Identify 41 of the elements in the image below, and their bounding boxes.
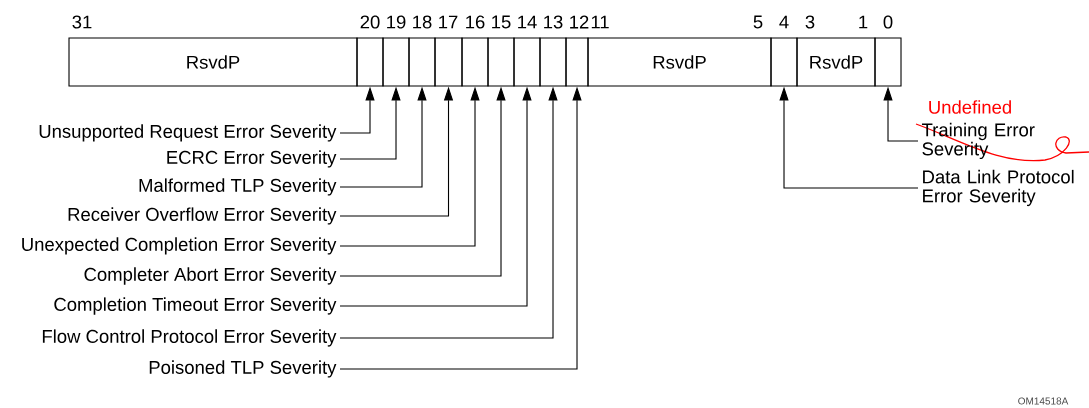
- bit-number: 16: [466, 15, 485, 29]
- field-label: Flow Control Protocol Error Severity: [42, 329, 337, 347]
- bit-number: 15: [492, 15, 511, 29]
- field-label: Malformed TLP Severity: [139, 178, 337, 196]
- bit-cell: [461, 37, 489, 87]
- bit-cell: [434, 37, 463, 87]
- bit-number: 0: [883, 15, 893, 29]
- handwritten-note: Undefined: [929, 100, 1011, 114]
- register-field: RsvdP: [68, 37, 358, 87]
- bit-cell: [770, 37, 798, 87]
- bit-number: 11: [591, 15, 609, 29]
- bit-number: 19: [387, 15, 406, 29]
- field-label: Data Link Protocol Error Severity: [923, 169, 1074, 207]
- bit-cell: [408, 37, 436, 87]
- bit-number: 13: [544, 15, 563, 29]
- bit-cell: [382, 37, 410, 87]
- register-field: RsvdP: [796, 37, 876, 87]
- field-label: Unexpected Completion Error Severity: [22, 237, 337, 255]
- bit-cell: [513, 37, 541, 87]
- register-field: RsvdP: [587, 37, 772, 87]
- bit-number: 4: [779, 15, 789, 29]
- bit-number: 12: [570, 15, 589, 29]
- bit-cell: [356, 37, 384, 87]
- bit-cell: [487, 37, 515, 87]
- bit-number: 14: [518, 15, 537, 29]
- field-label: Completer Abort Error Severity: [84, 267, 337, 285]
- bit-number: 20: [360, 15, 380, 29]
- bit-number: 18: [413, 15, 432, 29]
- field-label: Receiver Overflow Error Severity: [68, 207, 337, 225]
- bit-number: 5: [753, 15, 763, 29]
- field-label: Completion Timeout Error Severity: [54, 297, 337, 315]
- bit-cell: [539, 37, 567, 87]
- field-label: ECRC Error Severity: [167, 150, 337, 168]
- bit-number: 1: [859, 15, 868, 29]
- bit-number: 3: [805, 15, 815, 29]
- field-label: Poisoned TLP Severity: [149, 360, 337, 378]
- figure-id: OM14518A: [1018, 397, 1069, 405]
- field-label: Unsupported Request Error Severity: [39, 124, 337, 142]
- bit-number: 17: [439, 15, 458, 29]
- bit-cell: [874, 37, 902, 87]
- bit-cell: [565, 37, 589, 87]
